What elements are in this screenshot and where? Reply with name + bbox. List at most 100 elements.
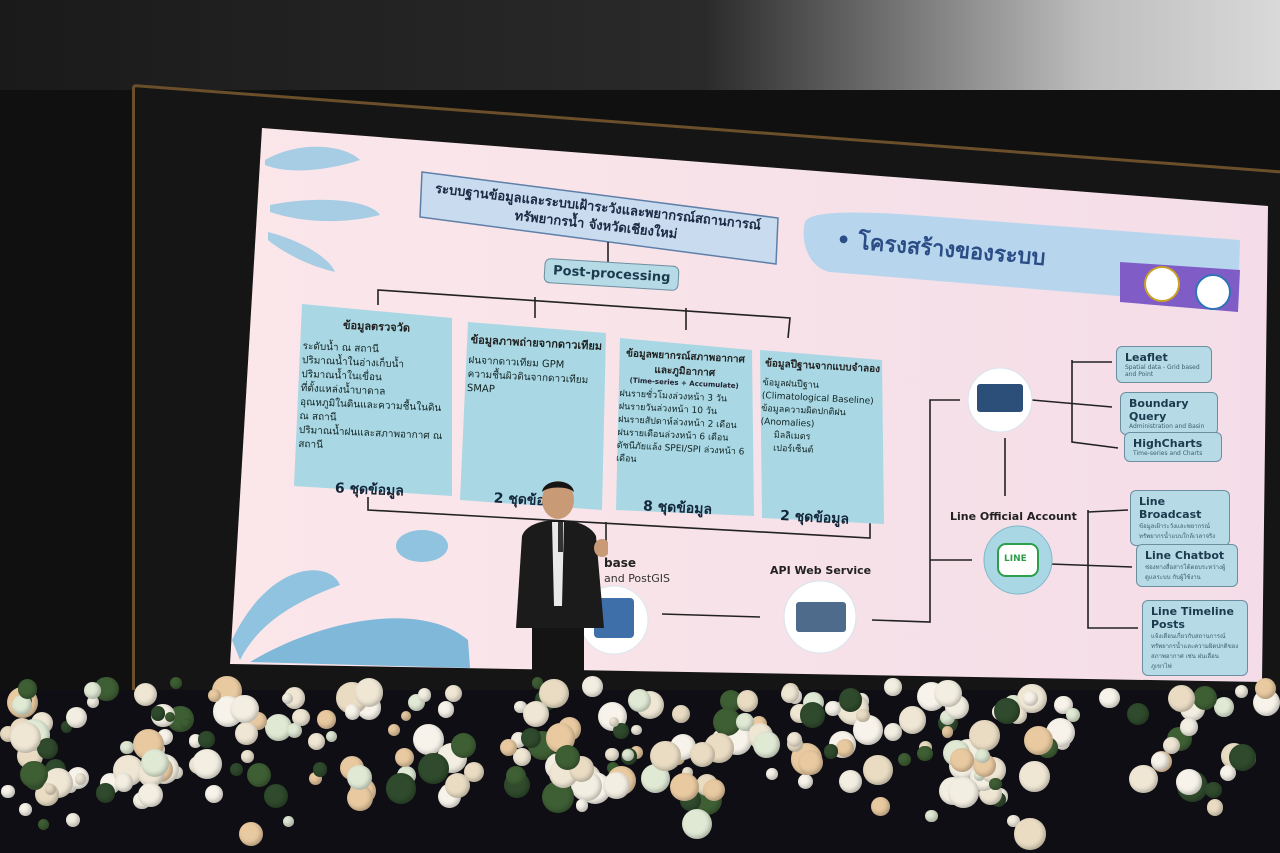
box-satellite-data-bg [460, 322, 606, 510]
flower-icon [631, 724, 642, 736]
microphone-icon [558, 522, 563, 552]
flower-icon [95, 783, 116, 803]
output-desc: Administration and Basin [1129, 423, 1205, 430]
speaker-hand [594, 539, 608, 557]
flower-icon [736, 690, 759, 712]
flower-icon [934, 679, 962, 708]
box-forecast-data: ข้อมูลพยากรณ์สภาพอากาศและภูมิอากาศ (Time… [614, 346, 750, 518]
output-line-chatbot: Line Chatbot ช่องทางสื่อสารโต้ตอบระหว่าง… [1136, 544, 1238, 587]
box-items: ระดับน้ำ ณ สถานี ปริมาณน้ำในอ่างเก็บน้ำ … [298, 340, 449, 458]
output-leaflet: Leaflet Spatial data - Grid based and Po… [1116, 346, 1212, 383]
flower-icon [438, 701, 455, 718]
flower-icon [134, 682, 158, 707]
flower-icon [628, 688, 652, 712]
flower-icon [150, 705, 166, 721]
flower-icon [780, 685, 799, 704]
flower-icon [825, 700, 841, 717]
output-title: Line Chatbot [1145, 549, 1225, 562]
output-line-broadcast: Line Broadcast ข้อมูลเฝ้าระวังและพยากรณ์… [1130, 490, 1230, 546]
flower-icon [1254, 677, 1276, 699]
flower-icon [1022, 690, 1039, 706]
flower-icon [989, 777, 1002, 790]
flower-icon [326, 730, 338, 742]
flower-icon [975, 748, 990, 764]
box-measured-data-bg [294, 304, 452, 496]
flower-icon [839, 770, 863, 793]
flower-icon [670, 772, 699, 802]
api-web-service-icon-screen [796, 602, 846, 632]
flower-icon [799, 702, 826, 728]
flower-icon [871, 797, 890, 816]
rcces-logo-icon [1195, 274, 1231, 310]
flower-icon [703, 778, 725, 801]
flower-icon [417, 688, 432, 702]
flower-icon [444, 684, 463, 703]
flower-icon [713, 708, 741, 737]
flower-icon [140, 749, 169, 777]
flower-icon [690, 741, 716, 767]
flower-icon [1219, 764, 1236, 781]
flower-icon [898, 706, 927, 734]
flower-icon [505, 766, 526, 786]
flower-icon [605, 748, 619, 762]
flower-icon [603, 772, 630, 800]
water-splash-icon [268, 232, 335, 272]
flower-icon [114, 773, 134, 792]
flower-icon [1150, 751, 1170, 771]
flower-icon [884, 678, 902, 696]
flower-icon [312, 762, 328, 777]
flower-icon [344, 704, 361, 721]
list-item: ปริมาณน้ำฝนและสภาพอากาศ ณ สถานี [298, 424, 443, 451]
flower-icon [798, 750, 824, 776]
flower-icon [512, 748, 531, 767]
flower-icon [11, 694, 33, 716]
flower-icon [204, 784, 223, 803]
flower-icon [575, 799, 589, 812]
flower-icon [45, 783, 56, 795]
flower-icon [418, 753, 450, 784]
flower-icon [241, 750, 254, 764]
flower-icon [520, 727, 542, 749]
box-baseline-data: ข้อมูลปีฐานจากแบบจำลอง ข้อมูลฝนปีฐาน (Cl… [756, 356, 882, 528]
flower-icon [191, 748, 223, 780]
box-forecast-data-bg [616, 338, 754, 516]
flower-icon [672, 705, 691, 724]
flower-icon [720, 689, 743, 712]
flower-icon [395, 748, 415, 768]
box-baseline-data-bg [760, 350, 884, 524]
flower-icon [464, 761, 485, 783]
flower-icon [38, 819, 50, 830]
flower-icon [60, 721, 73, 734]
water-drop-icon [396, 530, 448, 562]
flower-icon [838, 688, 862, 712]
flower-icon [246, 762, 271, 788]
output-title: Line Broadcast [1139, 495, 1202, 521]
output-desc: Spatial data - Grid based and Point [1125, 364, 1200, 378]
output-desc: แจ้งเตือนเกี่ยวกับสถานการณ์ทรัพยากรน้ำแล… [1151, 633, 1239, 670]
flower-icon [863, 755, 893, 785]
flower-icon [835, 739, 854, 758]
flower-icon [969, 720, 1000, 751]
flower-icon [613, 723, 629, 739]
flower-icon [823, 744, 839, 759]
speaker-head [542, 481, 574, 519]
flower-icon [1167, 685, 1195, 713]
flower-icon [499, 738, 518, 757]
flower-icon [138, 782, 163, 808]
flower-icon [582, 676, 604, 698]
api-web-service-label: API Web Service [770, 564, 872, 577]
flower-icon [1163, 737, 1181, 755]
box-measured-data: ข้อมูลตรวจวัด ระดับน้ำ ณ สถานี ปริมาณน้ำ… [296, 314, 450, 500]
line-official-account-label: Line Official Account [950, 510, 1077, 523]
flower-icon [1099, 687, 1120, 708]
flower-icon [884, 722, 903, 741]
flower-icon [317, 710, 336, 729]
flower-icon [120, 740, 134, 755]
flower-icon [531, 677, 544, 690]
flower-icon [1206, 799, 1224, 816]
flower-icon [1176, 769, 1202, 795]
flower-icon [20, 760, 48, 789]
water-splash-icon [250, 618, 470, 668]
flower-arrangement [0, 676, 1280, 853]
